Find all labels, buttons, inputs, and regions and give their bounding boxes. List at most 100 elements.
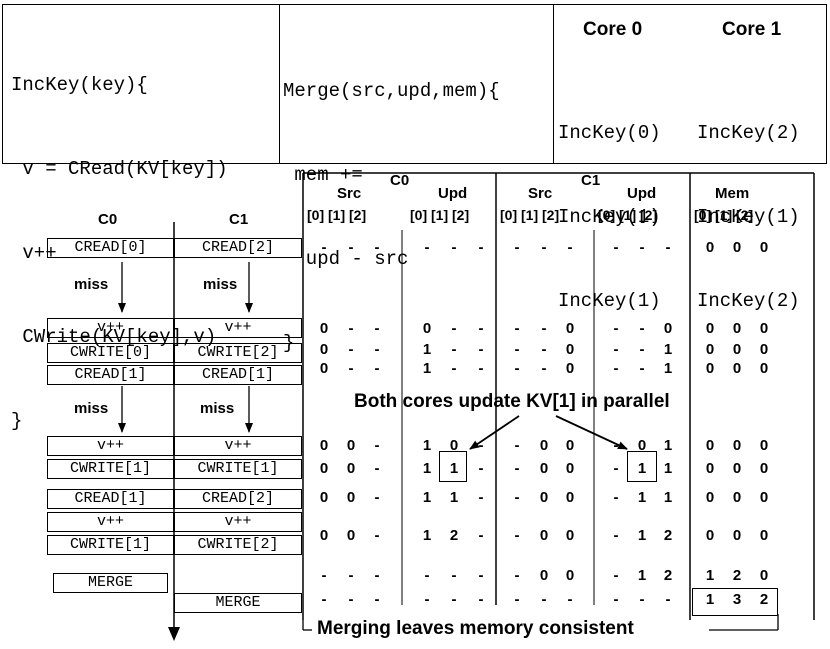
table-cell: -	[541, 239, 547, 256]
table-cell: -	[514, 320, 520, 337]
table-cell: -	[374, 320, 380, 337]
c0-op-box: CWRITE[1]	[47, 459, 174, 479]
col-header-upd: Upd	[438, 185, 468, 202]
table-cell: -	[374, 489, 380, 506]
table-cell: -	[478, 360, 484, 377]
table-cell: 0	[732, 489, 742, 506]
table-cell: -	[478, 239, 484, 256]
table-cell: -	[541, 360, 547, 377]
table-cell: 0	[732, 239, 742, 256]
c0-op-box: CREAD[1]	[47, 365, 174, 385]
table-cell: -	[348, 320, 354, 337]
code-line: Merge(src,upd,mem){	[283, 80, 500, 102]
table-cell: -	[348, 360, 354, 377]
table-cell: 0	[759, 360, 769, 377]
table-cell: 0	[705, 489, 715, 506]
c0-op-box: CREAD[1]	[47, 489, 174, 509]
table-cell: 0	[346, 437, 356, 454]
table-cell: 0	[759, 320, 769, 337]
table-cell: 0	[732, 437, 742, 454]
table-cell: 0	[539, 567, 549, 584]
table-cell: -	[541, 341, 547, 358]
table-cell: 1	[663, 460, 673, 477]
table-cell: 0	[705, 527, 715, 544]
index-labels: [0] [1] [2]	[410, 207, 470, 223]
table-cell: -	[639, 320, 645, 337]
table-cell: 0	[539, 460, 549, 477]
table-cell: 1	[637, 460, 647, 477]
table-cell: 0	[565, 527, 575, 544]
table-cell: 0	[732, 360, 742, 377]
table-cell: 0	[319, 320, 329, 337]
table-cell: 0	[319, 437, 329, 454]
core0-ops: IncKey(0) IncKey(1) IncKey(1)	[558, 63, 661, 371]
table-cell: -	[514, 360, 520, 377]
table-cell: -	[514, 437, 520, 454]
table-cell: -	[478, 320, 484, 337]
annotation-parallel: Both cores update KV[1] in parallel	[354, 391, 670, 412]
table-cell: -	[613, 320, 619, 337]
table-cell: 0	[732, 341, 742, 358]
table-cell: -	[514, 527, 520, 544]
table-cell: 0	[565, 437, 575, 454]
table-cell: 1	[449, 460, 459, 477]
c1-op-box: v++	[174, 436, 302, 456]
table-cell: -	[613, 239, 619, 256]
c1-op-box: CREAD[2]	[174, 489, 302, 509]
table-cell: -	[478, 591, 484, 608]
table-cell: -	[451, 567, 457, 584]
timeline-c0-header: C0	[98, 211, 118, 228]
table-cell: -	[478, 460, 484, 477]
table-cell: 1	[663, 341, 673, 358]
table-cell: 0	[346, 489, 356, 506]
table-cell: -	[374, 360, 380, 377]
table-cell: 0	[565, 320, 575, 337]
c1-op-box: CWRITE[2]	[174, 535, 302, 555]
table-cell: 0	[637, 437, 647, 454]
c0-op-box: v++	[47, 512, 174, 532]
table-cell: -	[514, 489, 520, 506]
c0-op-box: CWRITE[1]	[47, 535, 174, 555]
table-cell: 0	[565, 567, 575, 584]
table-cell: -	[374, 591, 380, 608]
table-cell: 0	[759, 437, 769, 454]
table-cell: 0	[705, 239, 715, 256]
table-cell: -	[613, 341, 619, 358]
table-cell: 2	[732, 567, 742, 584]
table-cell: 0	[705, 437, 715, 454]
table-cell: 1	[449, 489, 459, 506]
merge-code-panel: Merge(src,upd,mem){ mem += upd - src }	[279, 4, 554, 354]
table-cell: -	[374, 239, 380, 256]
table-cell: -	[321, 239, 327, 256]
table-cell: 0	[319, 360, 329, 377]
table-cell: 0	[539, 489, 549, 506]
code-line: v = CRead(KV[key])	[11, 158, 228, 180]
table-cell: 1	[663, 437, 673, 454]
table-cell: 0	[759, 460, 769, 477]
table-cell: 1	[422, 437, 432, 454]
core-op: IncKey(1)	[697, 206, 800, 228]
table-cell: 0	[732, 527, 742, 544]
table-cell: -	[348, 239, 354, 256]
inckey-code: IncKey(key){ v = CRead(KV[key]) v++ CWri…	[11, 15, 228, 491]
col-header-src: Src	[528, 185, 553, 202]
table-cell: -	[478, 489, 484, 506]
table-cell: 3	[732, 591, 742, 608]
table-cell: 2	[449, 527, 459, 544]
c1-op-box: MERGE	[174, 593, 302, 613]
table-cell: 1	[637, 527, 647, 544]
table-cell: 1	[422, 460, 432, 477]
col-header-mem: Mem	[715, 185, 750, 202]
table-cell: -	[514, 239, 520, 256]
highlight-c0-upd1	[439, 451, 467, 482]
table-cell: 0	[539, 437, 549, 454]
c1-op-box: v++	[174, 318, 302, 338]
miss-label: miss	[200, 400, 235, 417]
table-cell: -	[424, 567, 430, 584]
inckey-code-panel: IncKey(key){ v = CRead(KV[key]) v++ CWri…	[2, 4, 280, 432]
table-cell: -	[451, 360, 457, 377]
table-cell: -	[478, 341, 484, 358]
table-cell: 0	[732, 320, 742, 337]
table-cell: -	[478, 567, 484, 584]
timeline-c1-header: C1	[229, 211, 249, 228]
